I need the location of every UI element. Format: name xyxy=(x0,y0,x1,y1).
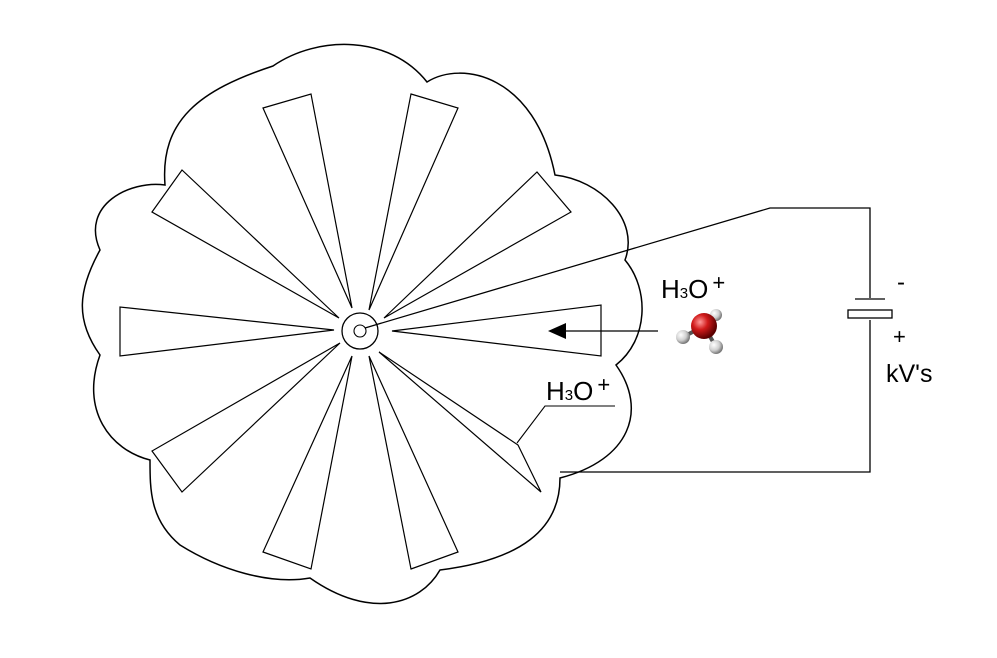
vane-top-right xyxy=(368,93,459,311)
scalloped-boundary xyxy=(81,43,643,605)
vane-top-left xyxy=(262,93,353,309)
ion-label-leader xyxy=(516,405,615,444)
hydronium-molecule-icon xyxy=(676,309,723,354)
power-supply-symbol xyxy=(847,298,893,319)
vane-lower-right xyxy=(378,351,542,493)
vane-bottom-right xyxy=(368,355,459,570)
voltage-label: kV's xyxy=(886,360,932,388)
vane-lower-left xyxy=(151,342,341,493)
vane-upper-left xyxy=(151,169,340,319)
negative-terminal-label: - xyxy=(897,269,905,296)
vane-left xyxy=(119,306,335,357)
collector-wire xyxy=(560,320,871,473)
ion-flow-arrow-head xyxy=(548,323,566,339)
ion-label-top: H3O+ xyxy=(661,270,725,304)
collector-vanes xyxy=(119,93,602,570)
positive-terminal-label: + xyxy=(893,324,906,349)
vane-upper-right xyxy=(383,171,572,319)
vane-bottom-left xyxy=(262,355,353,570)
emitter-wire xyxy=(364,207,871,329)
emitter-inner-ring xyxy=(353,324,367,338)
ion-label-bottom: H3O+ xyxy=(546,372,610,406)
